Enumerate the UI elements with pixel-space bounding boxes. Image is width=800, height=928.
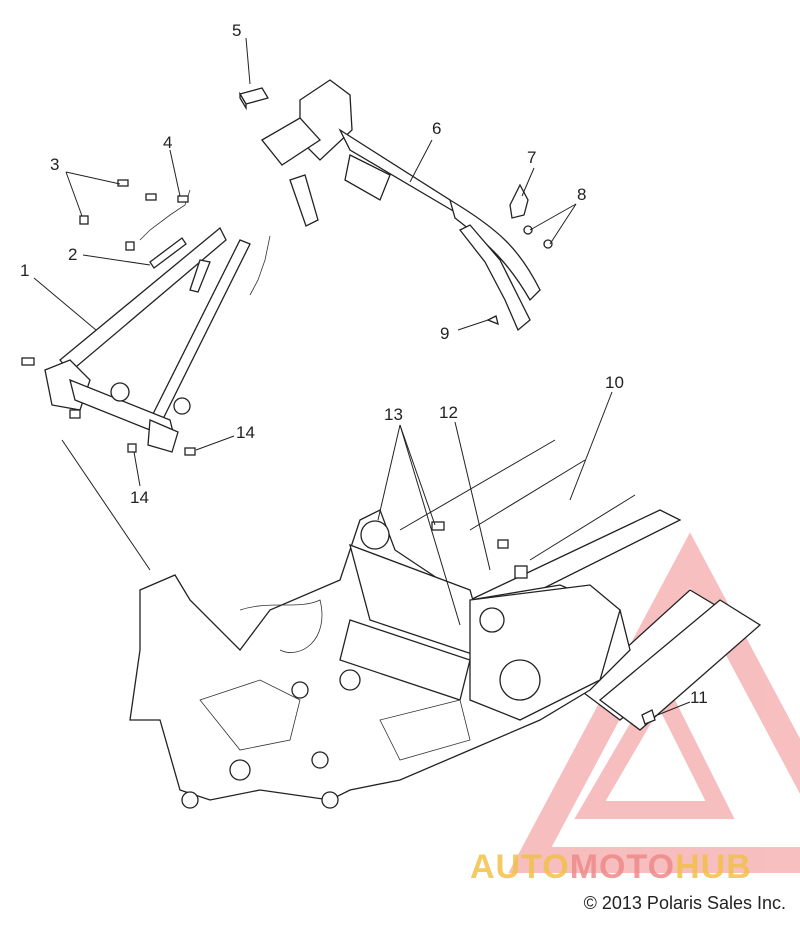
callout-8: 8 — [577, 185, 586, 204]
callout-12: 12 — [439, 403, 458, 422]
callout-7: 7 — [527, 148, 536, 167]
watermark-text-moto: MOTO — [570, 848, 675, 886]
part-3-bolts — [79, 179, 157, 251]
part-5-pad — [239, 87, 269, 111]
callout-3: 3 — [50, 155, 59, 174]
svg-text:AUTOMOTOHUB: AUTOMOTOHUB — [470, 848, 752, 886]
callout-14-lower: 14 — [130, 488, 149, 507]
part-9-clip — [486, 315, 499, 326]
part-8-nuts — [523, 225, 553, 249]
callout-1: 1 — [20, 261, 29, 280]
part-4b-cable — [249, 235, 271, 296]
watermark-text-hub: HUB — [675, 848, 752, 886]
callout-5: 5 — [232, 21, 241, 40]
callout-11: 11 — [690, 688, 708, 707]
part-1-front-frame — [21, 226, 251, 456]
part-2-rod — [149, 237, 187, 269]
callout-6: 6 — [432, 119, 441, 138]
callout-2: 2 — [68, 245, 77, 264]
part-11-fastener — [641, 709, 656, 725]
callout-14-right: 14 — [236, 423, 255, 442]
watermark-text-auto: AUTO — [470, 848, 570, 886]
leader-lines — [33, 37, 691, 717]
callout-9: 9 — [440, 324, 449, 343]
main-chassis — [129, 509, 631, 809]
watermark-text: AUTOMOTOHUB — [470, 848, 752, 886]
callout-4: 4 — [163, 133, 172, 152]
callout-10: 10 — [605, 373, 624, 392]
part-7-bracket — [509, 183, 529, 219]
copyright-notice: © 2013 Polaris Sales Inc. — [583, 893, 786, 913]
callouts: 5 6 4 3 2 1 7 8 9 10 12 13 14 14 11 — [20, 21, 708, 707]
part-10-tunnel — [399, 439, 762, 731]
part-6-steering-post — [261, 79, 541, 332]
callout-13: 13 — [384, 405, 403, 424]
part-4-cable — [139, 189, 191, 241]
